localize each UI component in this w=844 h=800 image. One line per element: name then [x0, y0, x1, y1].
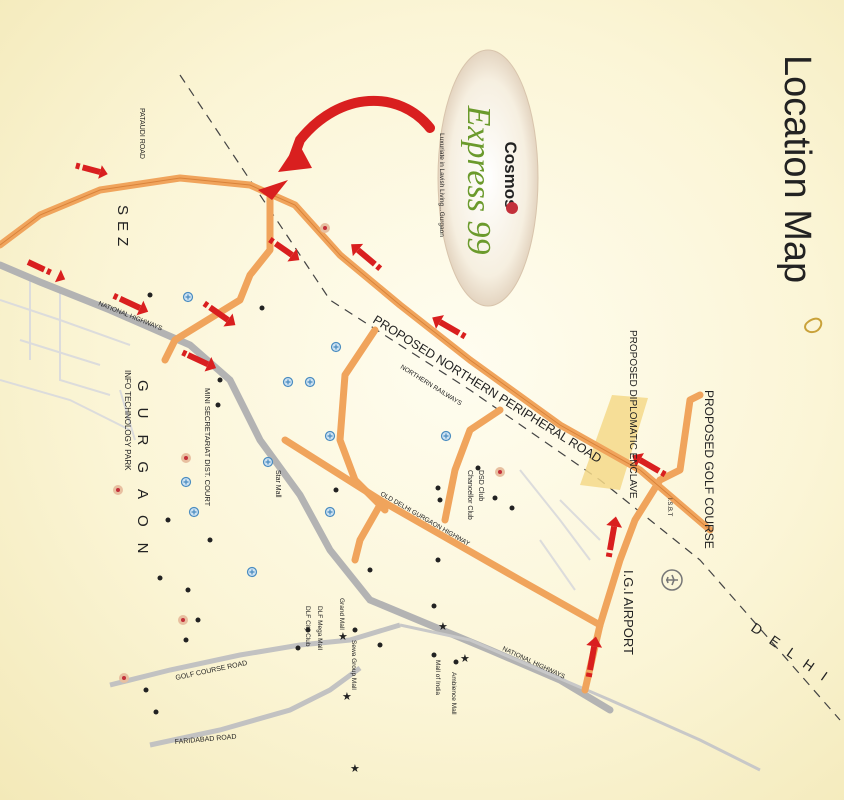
- label-info-tech-park: INFO TECHNOLOGY PARK: [123, 370, 132, 471]
- diplomatic-enclave-area: [580, 395, 648, 490]
- svg-text:★: ★: [338, 631, 348, 643]
- arrow-nh-1: [112, 293, 149, 316]
- arrow-pataudi: [75, 162, 108, 179]
- faridabad-road-line: [149, 665, 362, 748]
- arrow-enclave: [632, 453, 667, 478]
- logo-product: Express 99: [460, 105, 497, 255]
- hospital-markers: [180, 291, 452, 578]
- arrow-npr-1: [351, 243, 383, 271]
- small-landmark-markers: [143, 292, 515, 715]
- label-proposed-npr: PROPOSED NORTHERN PERIPHERAL ROAD: [370, 313, 604, 466]
- svg-text:★: ★: [342, 691, 352, 703]
- star-markers: ★ ★ ★ ★ ★: [338, 621, 470, 775]
- label-isbt: I.S.B.T: [666, 498, 672, 517]
- label-sewa-group-mall: Sewa Group Mall: [350, 640, 357, 690]
- label-golf-course: PROPOSED GOLF COURSE: [702, 390, 716, 549]
- logo-brand: Cosmos: [501, 141, 520, 208]
- svg-text:★: ★: [438, 621, 448, 633]
- delhi-road-line: [399, 623, 761, 772]
- arrow-airport-1: [605, 516, 623, 558]
- label-chancellor-club: Chancellor Club: [466, 470, 473, 520]
- label-old-delhi-gurgaon: OLD DELHI GURGAON HIGHWAY: [379, 491, 471, 548]
- airplane-icon: [661, 569, 683, 591]
- label-diplomatic-enclave: PROPOSED DIPLOMATIC ENCLAVE: [627, 330, 638, 499]
- label-airport: I.G.I AIRPORT: [621, 570, 636, 655]
- arrow-link-2: [268, 237, 300, 262]
- label-nh-south: NATIONAL HIGHWAYS: [501, 645, 566, 680]
- project-logo: Cosmos Express 99 Luxuriate in Lavish Li…: [437, 49, 539, 307]
- title-ornament-icon: [804, 317, 823, 334]
- logo-flower-icon: [506, 202, 518, 214]
- label-dlf-mega-mall: DLF Mega Mall: [316, 606, 323, 651]
- cosmos-marker-icon: [320, 223, 330, 233]
- label-ambience-mall: Ambience Mall: [450, 672, 457, 715]
- label-delhi: DELHI: [748, 619, 840, 690]
- label-mini-secretariat: MINI SECRETARIAT DIST. COURT: [203, 388, 212, 507]
- svg-text:★: ★: [350, 763, 360, 775]
- cosmos-marker-icon: [178, 615, 188, 625]
- cosmos-marker-icon: [119, 673, 129, 683]
- arrow-sez-west: [26, 259, 66, 283]
- label-sez: SEZ: [114, 205, 131, 252]
- label-star-mall: Star Mall: [274, 470, 281, 498]
- label-grand-mall: Grand Mall: [338, 598, 345, 630]
- cosmos-marker-icon: [113, 485, 123, 495]
- golf-course-road-line: [109, 622, 401, 688]
- svg-text:★: ★: [460, 653, 470, 665]
- road-edges: [0, 177, 711, 531]
- label-dsd-club: DSD Club: [477, 470, 484, 501]
- cosmos-marker-icon: [181, 453, 191, 463]
- label-gurgaon: GURGAON: [134, 380, 151, 570]
- cosmos-markers: [113, 223, 505, 683]
- arrow-npr-2: [432, 315, 467, 340]
- logo-tagline: Luxuriate in Lavish Living...Gurgaon: [438, 133, 445, 237]
- arrow-link-1: [202, 300, 236, 327]
- site-pointer-arrow: [258, 96, 435, 200]
- cosmos-marker-icon: [495, 467, 505, 477]
- arrow-airport-2: [585, 636, 603, 678]
- label-pataudi: PATAUDI ROAD: [138, 108, 145, 159]
- arrow-nh-2: [181, 349, 217, 372]
- map-title: Location Map: [776, 55, 818, 283]
- minor-streets: [0, 280, 601, 591]
- state-boundary: [179, 74, 841, 721]
- direction-arrows: [26, 162, 667, 678]
- label-mall-of-india: Mall of India: [434, 660, 441, 695]
- label-dlf-city-club: DLF City Club: [304, 606, 311, 647]
